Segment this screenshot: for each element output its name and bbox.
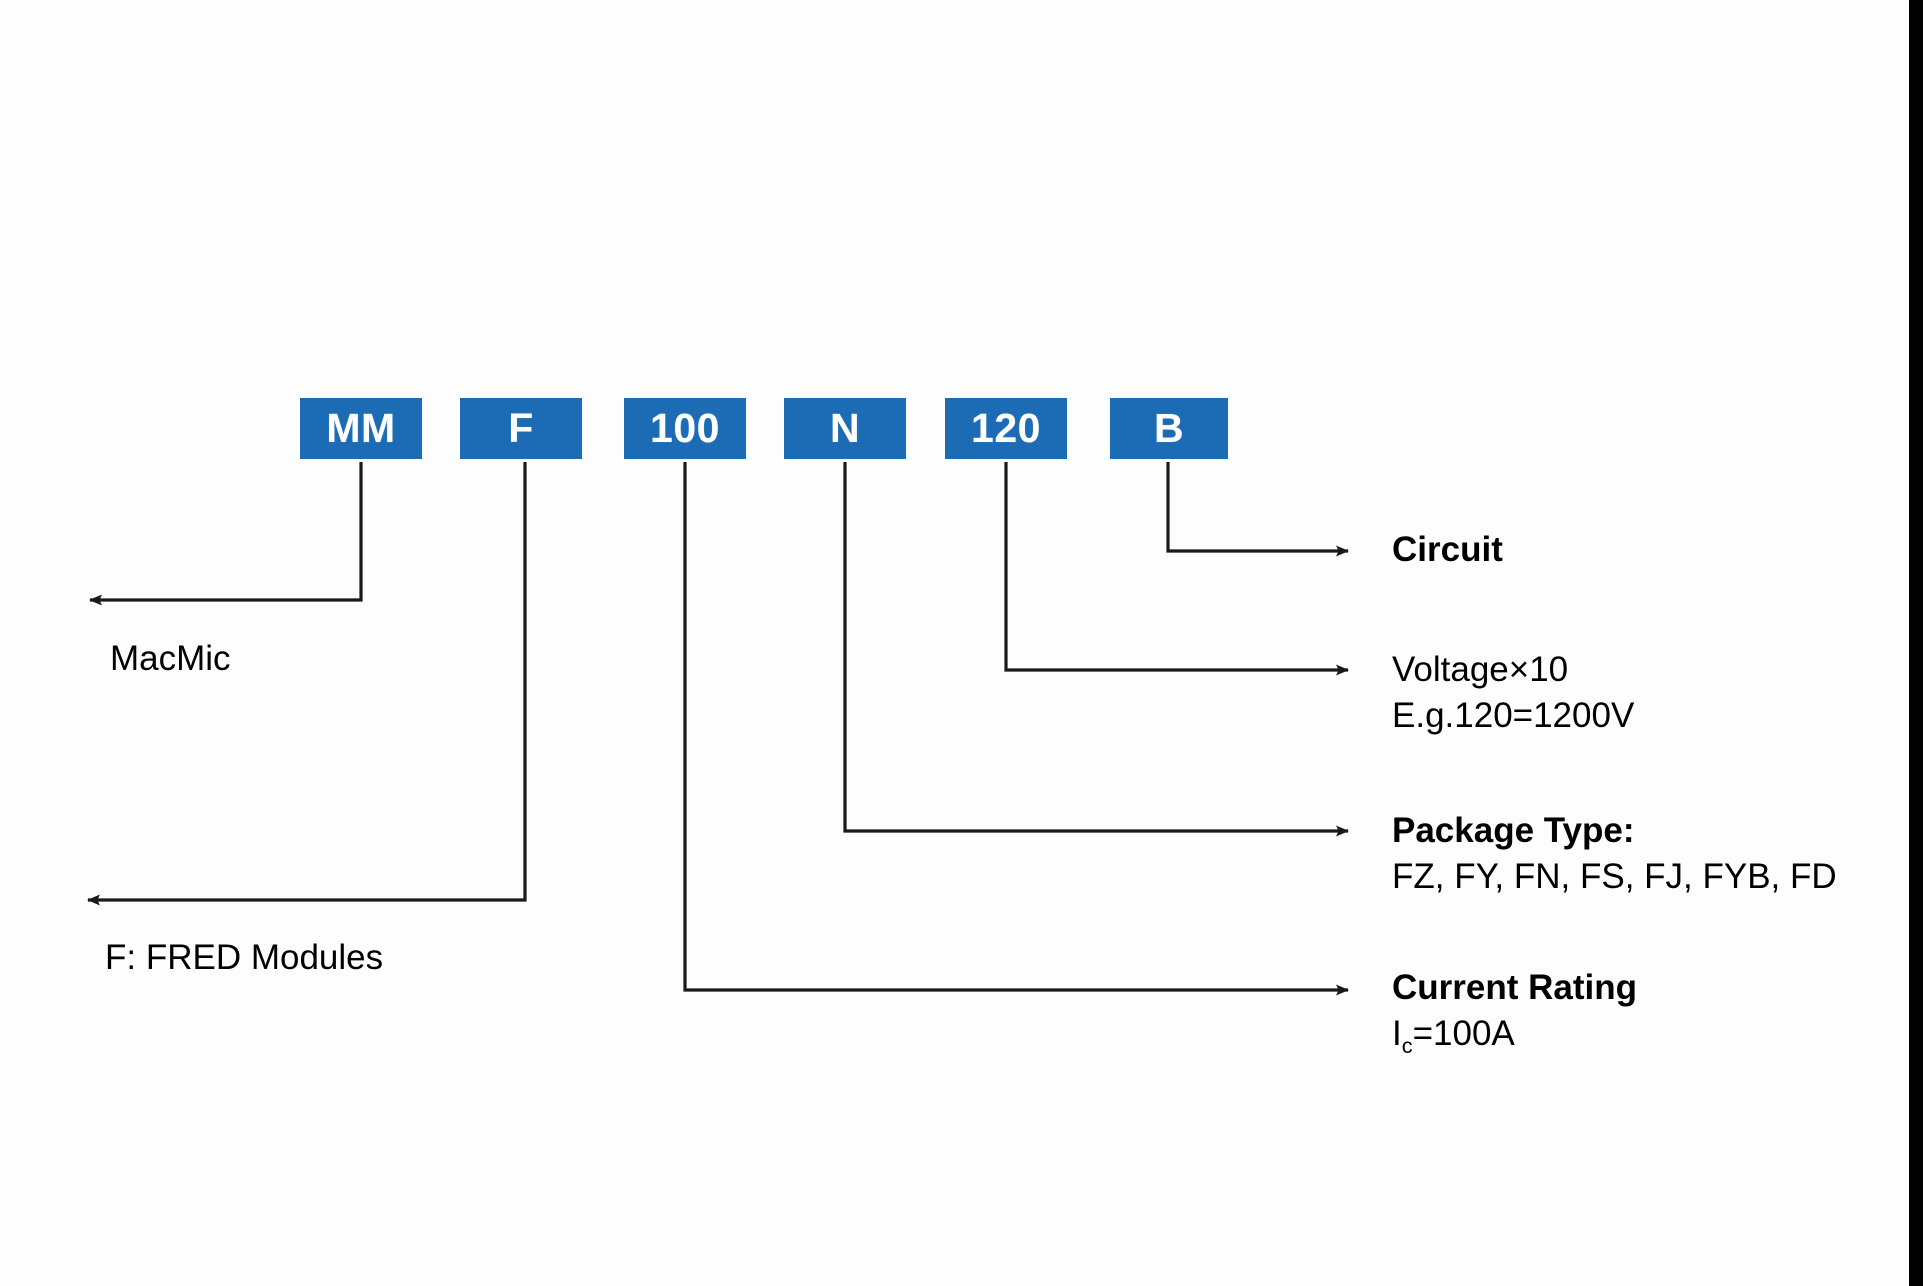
connector-circuit [1166,462,1349,557]
label-fred-modules-text: F: FRED Modules [105,938,384,977]
current-symbol: I [1392,1013,1402,1053]
connector-manufacturer [89,462,363,606]
connector-voltage [1004,462,1349,676]
connector-current [683,462,1349,996]
label-current-rating-detail: Ic=100A [1392,1011,1637,1057]
code-box-manufacturer[interactable]: MM [300,398,422,459]
label-voltage-detail: E.g.120=1200V [1392,695,1635,735]
code-box-package[interactable]: N [784,398,906,459]
label-macmic-text: MacMic [110,639,231,678]
label-macmic: MacMic [110,636,231,682]
label-voltage-heading: Voltage×10 [1392,650,1569,689]
code-box-label: B [1153,405,1185,451]
code-box-label: 120 [971,405,1041,451]
label-circuit: Circuit [1392,527,1503,573]
current-symbol-subscript: c [1401,1032,1413,1058]
connector-package [843,462,1349,837]
code-box-current[interactable]: 100 [624,398,746,459]
label-circuit-heading: Circuit [1392,530,1503,569]
code-box-label: MM [326,405,396,451]
label-current-rating: Current Rating Ic=100A [1392,965,1637,1056]
current-value: =100A [1412,1013,1515,1053]
label-current-rating-heading: Current Rating [1392,968,1637,1007]
label-package-type-detail: FZ, FY, FN, FS, FJ, FYB, FD [1392,856,1837,896]
label-package-type: Package Type: FZ, FY, FN, FS, FJ, FYB, F… [1392,808,1837,899]
right-edge-band [1909,0,1923,1286]
code-box-label: 100 [650,405,720,451]
code-box-family[interactable]: F [460,398,582,459]
label-package-type-heading: Package Type: [1392,811,1635,850]
label-voltage: Voltage×10 E.g.120=1200V [1392,647,1634,738]
code-box-label: N [829,405,861,451]
code-box-circuit[interactable]: B [1110,398,1228,459]
label-fred-modules: F: FRED Modules [105,935,383,981]
code-box-voltage[interactable]: 120 [945,398,1067,459]
code-box-label: F [508,405,534,451]
